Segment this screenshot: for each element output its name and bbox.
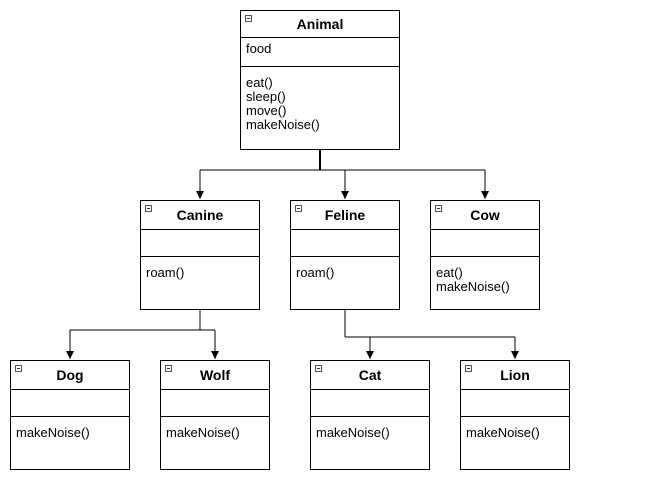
methods-section: makeNoise() xyxy=(311,417,429,469)
attribute: food xyxy=(246,41,272,56)
class-canine[interactable]: Canine roam() xyxy=(140,200,260,310)
class-header[interactable]: Animal xyxy=(241,11,399,38)
collapse-icon[interactable] xyxy=(435,205,442,212)
method: roam() xyxy=(296,265,335,280)
collapse-icon[interactable] xyxy=(315,365,322,372)
attributes-section xyxy=(11,389,129,417)
class-wolf[interactable]: Wolf makeNoise() xyxy=(160,360,270,470)
class-cow[interactable]: Cow eat()makeNoise() xyxy=(430,200,540,310)
class-feline[interactable]: Feline roam() xyxy=(290,200,400,310)
method: move() xyxy=(246,103,287,118)
class-header[interactable]: Canine xyxy=(141,201,259,230)
class-cat[interactable]: Cat makeNoise() xyxy=(310,360,430,470)
method: makeNoise() xyxy=(436,279,510,294)
attributes-section xyxy=(291,229,399,257)
attributes-section xyxy=(311,389,429,417)
method: eat() xyxy=(436,265,463,280)
collapse-icon[interactable] xyxy=(465,365,472,372)
attributes-section: food xyxy=(241,37,399,67)
method: eat() xyxy=(246,75,273,90)
method: makeNoise() xyxy=(466,425,540,440)
class-header[interactable]: Cow xyxy=(431,201,539,230)
class-header[interactable]: Cat xyxy=(311,361,429,390)
attributes-section xyxy=(461,389,569,417)
class-name: Canine xyxy=(176,207,224,223)
collapse-icon[interactable] xyxy=(165,365,172,372)
attributes-section xyxy=(161,389,269,417)
collapse-icon[interactable] xyxy=(15,365,22,372)
methods-section: makeNoise() xyxy=(461,417,569,469)
methods-section: roam() xyxy=(141,257,259,309)
method: makeNoise() xyxy=(246,117,320,132)
attributes-section xyxy=(431,229,539,257)
class-name: Lion xyxy=(500,367,530,383)
methods-section: roam() xyxy=(291,257,399,309)
class-header[interactable]: Lion xyxy=(461,361,569,390)
method: makeNoise() xyxy=(166,425,240,440)
collapse-icon[interactable] xyxy=(145,205,152,212)
method: sleep() xyxy=(246,89,286,104)
attributes-section xyxy=(141,229,259,257)
class-name: Cat xyxy=(358,367,382,383)
methods-section: eat()sleep()move()makeNoise() xyxy=(241,67,399,149)
class-header[interactable]: Dog xyxy=(11,361,129,390)
class-name: Dog xyxy=(56,367,84,383)
class-name: Cow xyxy=(470,207,500,223)
class-name: Feline xyxy=(324,207,366,223)
class-header[interactable]: Wolf xyxy=(161,361,269,390)
class-lion[interactable]: Lion makeNoise() xyxy=(460,360,570,470)
class-animal[interactable]: Animal food eat()sleep()move()makeNoise() xyxy=(240,10,400,150)
methods-section: makeNoise() xyxy=(161,417,269,469)
method: makeNoise() xyxy=(16,425,90,440)
methods-section: eat()makeNoise() xyxy=(431,257,539,309)
methods-section: makeNoise() xyxy=(11,417,129,469)
method: makeNoise() xyxy=(316,425,390,440)
class-name: Wolf xyxy=(199,367,231,383)
method: roam() xyxy=(146,265,185,280)
class-name: Animal xyxy=(296,16,344,32)
collapse-icon[interactable] xyxy=(295,205,302,212)
class-header[interactable]: Feline xyxy=(291,201,399,230)
class-dog[interactable]: Dog makeNoise() xyxy=(10,360,130,470)
collapse-icon[interactable] xyxy=(245,15,252,22)
